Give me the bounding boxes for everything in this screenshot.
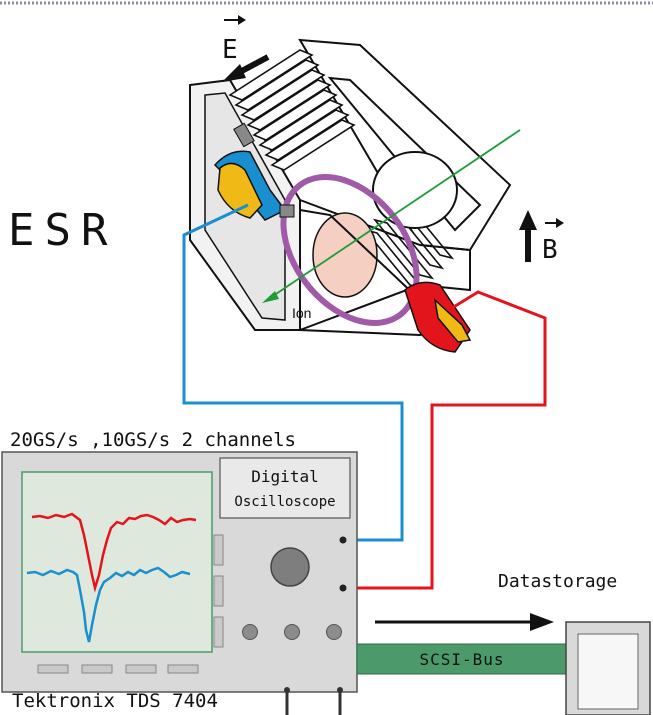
cable-channel-blue (182, 203, 404, 542)
storage-device (565, 621, 651, 715)
pickup-detector: Ion (189, 38, 521, 353)
side-button[interactable] (213, 534, 224, 566)
scope-model: Tektronix TDS 7404 (12, 690, 218, 712)
side-button[interactable] (213, 575, 224, 607)
scope-title-box (219, 457, 351, 519)
storage-screen (577, 633, 639, 710)
scsi-bus (356, 643, 568, 675)
ring-label: ESR (8, 205, 117, 256)
e-arrow-icon (222, 64, 246, 82)
trace-channel-1 (31, 512, 197, 593)
stacked-fins (228, 49, 455, 290)
b-arrow-icon (519, 210, 537, 230)
ion-axis (269, 129, 521, 299)
scope-button[interactable] (284, 624, 300, 640)
screen-button[interactable] (81, 664, 113, 674)
scope-small-buttons (242, 624, 342, 640)
scope-spec-text: 20GS/s ,10GS/s 2 channels (10, 429, 296, 451)
b-field-label: B (542, 235, 558, 265)
screen-buttons (37, 664, 199, 674)
input-port-2 (339, 584, 347, 592)
arrow-right-icon (530, 613, 554, 631)
back-disk (372, 151, 458, 229)
pink-disk (312, 212, 378, 298)
scope-title-line2: Oscilloscope (234, 494, 335, 510)
screen-button[interactable] (167, 664, 199, 674)
storage-label: Datastorage (498, 571, 617, 592)
electrode-gold-right (433, 297, 472, 343)
input-port-1 (339, 536, 347, 544)
b-field-indicator: B (519, 210, 564, 265)
scope-title-line1: Digital (251, 467, 318, 486)
ion-label: Ion (292, 305, 311, 321)
bus-label: SCSI-Bus (419, 650, 504, 669)
e-field-label: E (222, 35, 238, 65)
scope-button[interactable] (242, 624, 258, 640)
side-button[interactable] (213, 616, 224, 648)
scope-screen (21, 471, 213, 653)
screen-button[interactable] (125, 664, 157, 674)
scope-button[interactable] (326, 624, 342, 640)
electrode-gold-left (217, 162, 263, 219)
cable-channel-red (345, 290, 547, 590)
oscilloscope: Digital Oscilloscope Tektronix TDS 7404 (1, 451, 358, 715)
e-field-indicator: E (222, 15, 270, 82)
side-buttons (213, 534, 224, 648)
trace-channel-2 (26, 566, 191, 643)
scope-knob[interactable] (270, 547, 310, 587)
screen-button[interactable] (37, 664, 69, 674)
